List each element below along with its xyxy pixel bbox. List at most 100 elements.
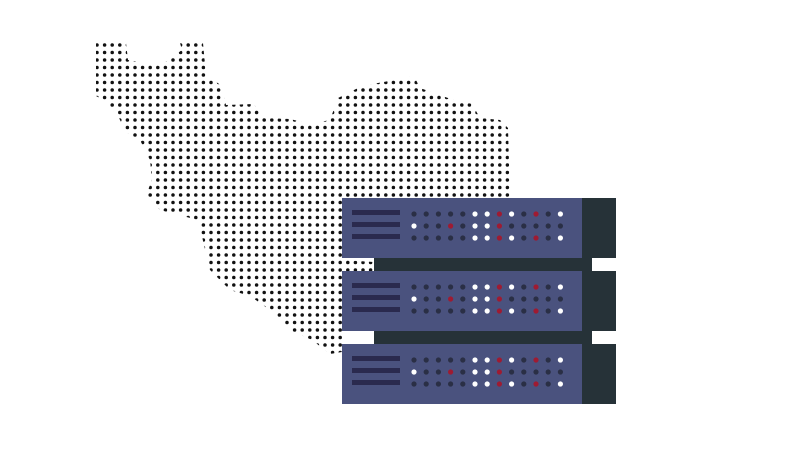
server-unit	[342, 271, 616, 344]
status-led	[557, 296, 564, 302]
status-led	[557, 357, 564, 363]
status-led	[545, 284, 551, 290]
status-led	[423, 308, 429, 314]
status-led	[496, 296, 502, 302]
status-led	[411, 369, 417, 375]
vent-bar	[352, 380, 400, 385]
vent-bar	[352, 234, 400, 239]
status-led	[545, 296, 551, 302]
status-led	[411, 211, 417, 217]
status-led	[435, 357, 441, 363]
status-led	[472, 235, 478, 241]
status-led	[423, 284, 429, 290]
status-led	[545, 223, 551, 229]
status-led	[496, 357, 502, 363]
status-led	[509, 223, 515, 229]
status-led	[448, 211, 454, 217]
status-led	[521, 308, 527, 314]
status-led	[484, 381, 490, 387]
status-led	[460, 211, 466, 217]
vent-bar	[352, 283, 400, 288]
status-led	[448, 284, 454, 290]
status-led	[435, 223, 441, 229]
server-unit-connector	[374, 331, 592, 344]
status-led	[509, 235, 515, 241]
status-led	[472, 284, 478, 290]
status-led	[533, 211, 539, 217]
status-led	[521, 235, 527, 241]
server-unit-side	[578, 344, 616, 404]
status-led	[509, 284, 515, 290]
status-led	[472, 369, 478, 375]
status-led	[472, 211, 478, 217]
status-led	[411, 296, 417, 302]
status-led	[411, 223, 417, 229]
server-rack-icon	[342, 198, 616, 404]
status-led	[448, 223, 454, 229]
vent-bar	[352, 307, 400, 312]
status-led	[411, 381, 417, 387]
status-led	[472, 223, 478, 229]
status-led	[448, 357, 454, 363]
status-led	[484, 369, 490, 375]
server-unit-connector	[374, 258, 592, 271]
status-led	[521, 357, 527, 363]
status-led	[509, 211, 515, 217]
status-led	[411, 235, 417, 241]
status-led	[435, 235, 441, 241]
status-led	[435, 381, 441, 387]
status-led	[423, 357, 429, 363]
status-led	[435, 296, 441, 302]
status-led	[557, 284, 564, 290]
status-led	[509, 308, 515, 314]
status-led	[496, 369, 502, 375]
status-led	[472, 308, 478, 314]
status-led	[533, 369, 539, 375]
status-led	[533, 296, 539, 302]
status-led	[423, 211, 429, 217]
status-led	[472, 357, 478, 363]
status-led	[484, 308, 490, 314]
status-led	[460, 357, 466, 363]
status-led	[423, 296, 429, 302]
status-led	[557, 308, 564, 314]
status-led	[435, 211, 441, 217]
status-led	[448, 296, 454, 302]
server-unit	[342, 344, 616, 404]
status-led	[533, 308, 539, 314]
status-led	[496, 211, 502, 217]
status-led	[545, 308, 551, 314]
status-led	[448, 308, 454, 314]
status-led	[423, 369, 429, 375]
status-led	[545, 369, 551, 375]
status-led	[533, 381, 539, 387]
status-led	[496, 308, 502, 314]
status-led	[448, 369, 454, 375]
status-led	[435, 308, 441, 314]
server-unit	[342, 198, 616, 271]
status-led	[496, 284, 502, 290]
server-unit-side	[578, 198, 616, 258]
vent-bar	[352, 210, 400, 215]
status-led	[484, 211, 490, 217]
status-led	[435, 284, 441, 290]
status-led	[411, 357, 417, 363]
vent-bar	[352, 295, 400, 300]
status-led	[423, 235, 429, 241]
vent-bar	[352, 368, 400, 373]
status-led	[484, 235, 490, 241]
status-led	[423, 381, 429, 387]
vent-bar	[352, 356, 400, 361]
server-unit-side	[578, 271, 616, 331]
status-led	[557, 211, 564, 217]
status-led	[509, 357, 515, 363]
status-led	[460, 223, 466, 229]
status-led	[496, 381, 502, 387]
status-led	[448, 235, 454, 241]
status-led	[557, 369, 564, 375]
status-led	[460, 308, 466, 314]
status-led	[545, 357, 551, 363]
status-led	[484, 284, 490, 290]
